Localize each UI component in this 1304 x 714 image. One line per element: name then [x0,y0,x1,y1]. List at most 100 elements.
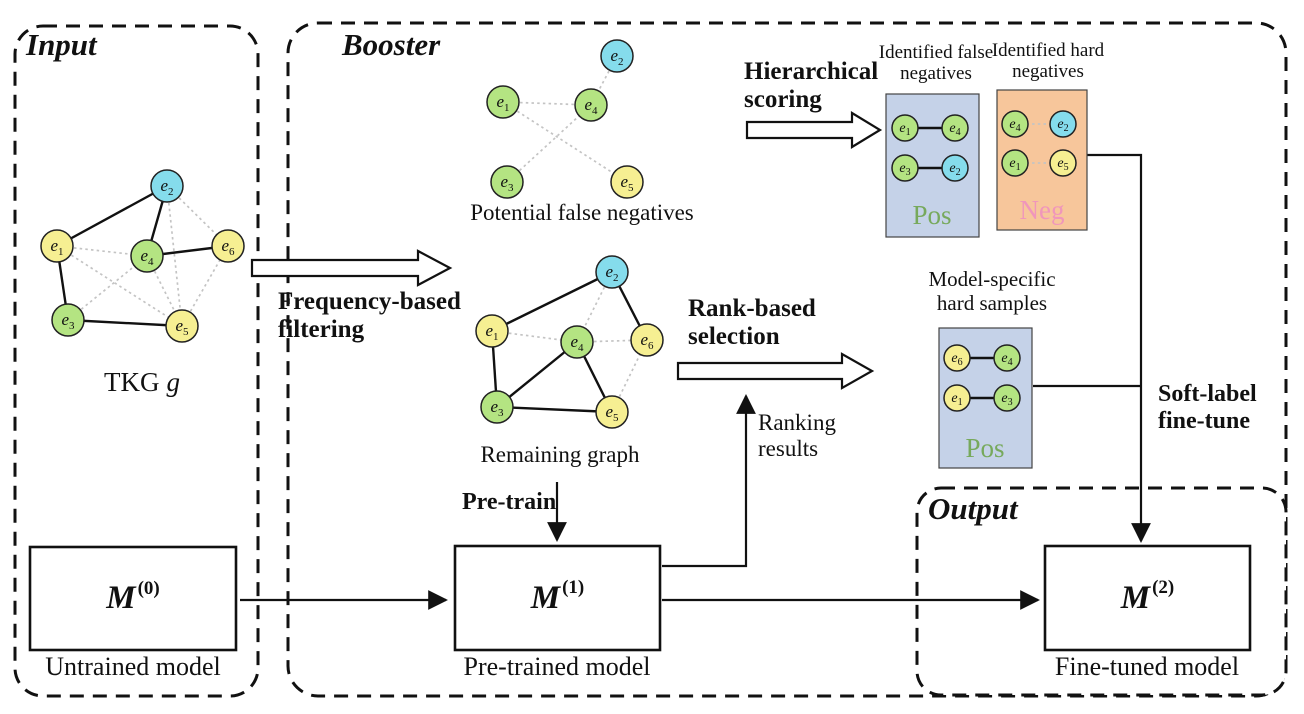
fn-node-e4: e4 [941,114,969,142]
m2-superscript: (2) [1152,577,1175,598]
node-label: e1 [1009,156,1020,173]
potential-caption: Potential false negatives [470,200,694,225]
hierarchical-scoring-label: Hierarchical scoring [744,58,879,113]
hn-node-e1: e1 [1001,149,1029,177]
node-label: e4 [140,246,154,268]
frequency-filtering-label: Frequency-based filtering [278,288,461,343]
booster-region-border [286,21,1288,698]
node-label: e5 [1057,156,1068,173]
node-label: e3 [490,397,504,419]
m1-box: M(1) [455,546,660,650]
node-label: e4 [1001,351,1012,368]
node-label: e5 [620,172,634,194]
identified-false-negatives-box: e1 e4 e3 e2 Pos [885,93,980,238]
m1-superscript: (1) [562,577,585,598]
node-label: e6 [640,330,654,352]
m0-superscript: (0) [137,577,160,599]
remaining-caption: Remaining graph [480,442,640,467]
pretrain-label: Pre-train [462,489,557,515]
node-label: e4 [570,332,584,354]
input-title: Input [26,27,97,62]
remaining-node-e3: e3 [480,390,514,424]
model-specific-label: Model-specific hard samples [928,267,1056,315]
m2-box: M(2) [1045,546,1250,650]
fn-node-e3: e3 [891,154,919,182]
potential-node-e1: e1 [486,85,520,119]
hn-node-e5: e5 [1049,149,1077,177]
node-label: e5 [605,402,619,424]
pos-label: Pos [912,200,951,230]
tkg-node-e2: e2 [150,169,184,203]
remaining-node-e5: e5 [595,395,629,429]
ranking-results-label: Ranking results [758,410,836,461]
node-label: e1 [496,92,509,114]
node-label: e2 [1057,117,1068,134]
soft-label-finetune-label: Soft-label fine-tune [1158,381,1257,434]
node-label: e1 [50,236,63,258]
node-label: e6 [951,351,962,368]
fn-node-e1: e1 [891,114,919,142]
hs-node-e3: e3 [993,384,1021,412]
arrow-ranking-results [662,394,756,568]
potential-node-e3: e3 [490,165,524,199]
node-label: e2 [610,46,623,68]
remaining-node-e6: e6 [630,323,664,357]
frequency-filtering-arrow [250,249,453,287]
potential-node-e4: e4 [574,88,608,122]
node-label: e1 [899,121,910,138]
node-label: e2 [605,262,618,284]
node-label: e2 [949,161,960,178]
node-label: e4 [949,121,960,138]
identified-false-negatives-label: Identified false negatives [878,42,994,85]
m0-letter: M [106,580,136,616]
finetuned-caption: Fine-tuned model [1054,652,1240,681]
node-label: e4 [584,95,598,117]
remaining-node-e4: e4 [560,325,594,359]
m2-rect [1043,544,1252,652]
hn-node-e4: e4 [1001,110,1029,138]
pretrained-caption: Pre-trained model [463,652,651,681]
potential-node-e2: e2 [600,39,634,73]
remaining-node-e1: e1 [475,314,509,348]
fn-node-e2: e2 [941,154,969,182]
tkg-node-e3: e3 [51,303,85,337]
tkg-symbol: g [166,367,181,397]
model-specific-hard-samples-box: e6 e4 e1 e3 Pos [938,327,1033,469]
tkg-node-e4: e4 [130,239,164,273]
rank-selection-arrow [676,352,875,390]
node-label: e2 [160,176,173,198]
potential-graph-edges [502,55,628,183]
output-title: Output [928,491,1018,526]
node-label: e3 [61,310,75,332]
neg-label: Neg [1020,195,1065,225]
node-label: e3 [899,161,910,178]
potential-node-e5: e5 [610,165,644,199]
hn-node-e2: e2 [1049,110,1077,138]
m0-box: M(0) [30,547,236,650]
node-label: e5 [175,316,189,338]
untrained-caption: Untrained model [45,652,221,681]
node-label: e6 [221,236,235,258]
tkg-caption-text: TKG [104,367,160,397]
identified-hard-negatives-label: Identified hard negatives [991,40,1105,83]
tkg-node-e1: e1 [40,229,74,263]
pos-label: Pos [965,433,1004,463]
booster-title: Booster [342,27,441,62]
tkg-node-e6: e6 [211,229,245,263]
m1-letter: M [530,579,561,616]
hs-node-e4: e4 [993,344,1021,372]
node-label: e4 [1009,117,1020,134]
node-label: e3 [500,172,514,194]
m0-rect [28,545,238,652]
hs-node-e6: e6 [943,344,971,372]
m1-rect [453,544,662,652]
hierarchical-scoring-arrow [745,111,883,149]
m2-letter: M [1120,579,1151,616]
node-label: e3 [1001,391,1012,408]
hs-node-e1: e1 [943,384,971,412]
arrow-soft-label-finetune [1087,153,1151,543]
node-label: e1 [951,391,962,408]
